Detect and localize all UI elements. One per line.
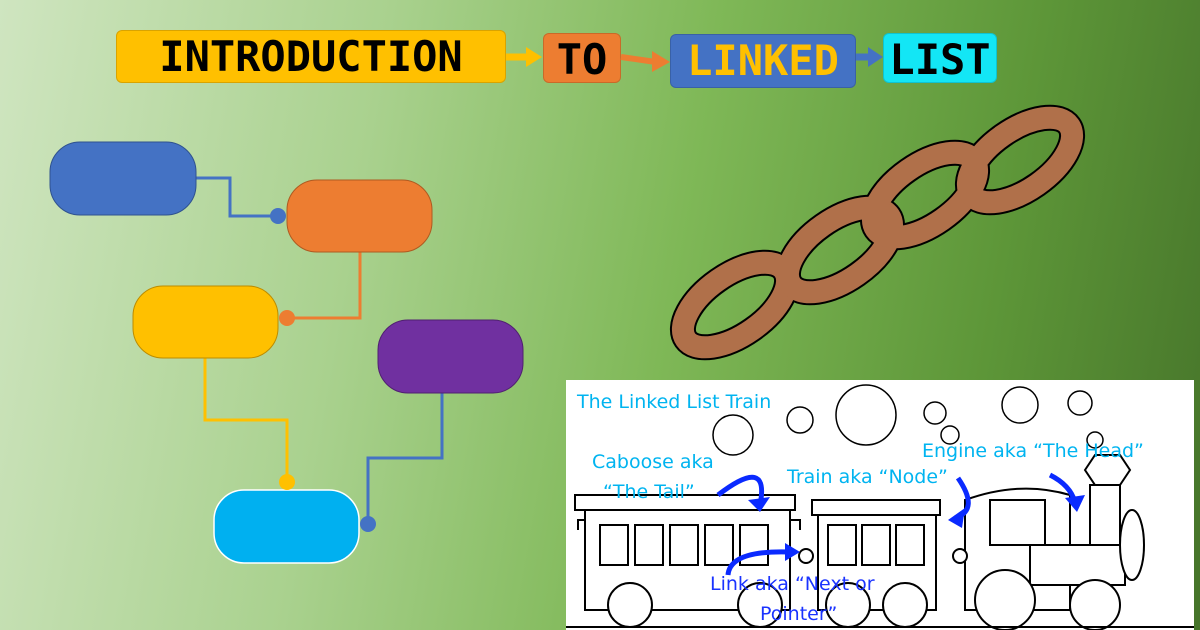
arrowheads xyxy=(748,495,1085,561)
title-list: LIST xyxy=(883,33,997,84)
train-heading: The Linked List Train xyxy=(576,391,771,413)
link-label-2: Pointer” xyxy=(760,603,837,625)
train-drawing xyxy=(566,454,1194,630)
title-to: TO xyxy=(543,33,621,84)
connector-dot xyxy=(270,208,286,224)
title-linked: LINKED xyxy=(670,34,856,88)
node-cyan xyxy=(213,489,360,564)
flowchart-connectors xyxy=(196,176,444,524)
caboose-label: Caboose aka xyxy=(592,451,714,473)
link-label: Link aka “Next or xyxy=(710,573,875,595)
node-purple xyxy=(377,319,524,394)
connector-dot xyxy=(279,310,295,326)
node-orange xyxy=(286,179,433,253)
node-blue xyxy=(49,141,197,216)
node-yellow xyxy=(132,285,279,359)
train-panel: The Linked List Train Caboose aka “The T… xyxy=(566,380,1194,630)
title-introduction: INTRODUCTION xyxy=(116,30,506,83)
smoke-clouds xyxy=(712,384,1104,456)
engine-label: Engine aka “The Head” xyxy=(922,440,1144,462)
node-label: Train aka “Node” xyxy=(786,466,948,488)
connector-dot xyxy=(279,474,295,490)
caboose-label-2: “The Tail” xyxy=(603,481,695,503)
title-arrows xyxy=(506,47,883,72)
connector-dot xyxy=(360,516,376,532)
chain-icon xyxy=(669,104,1086,361)
